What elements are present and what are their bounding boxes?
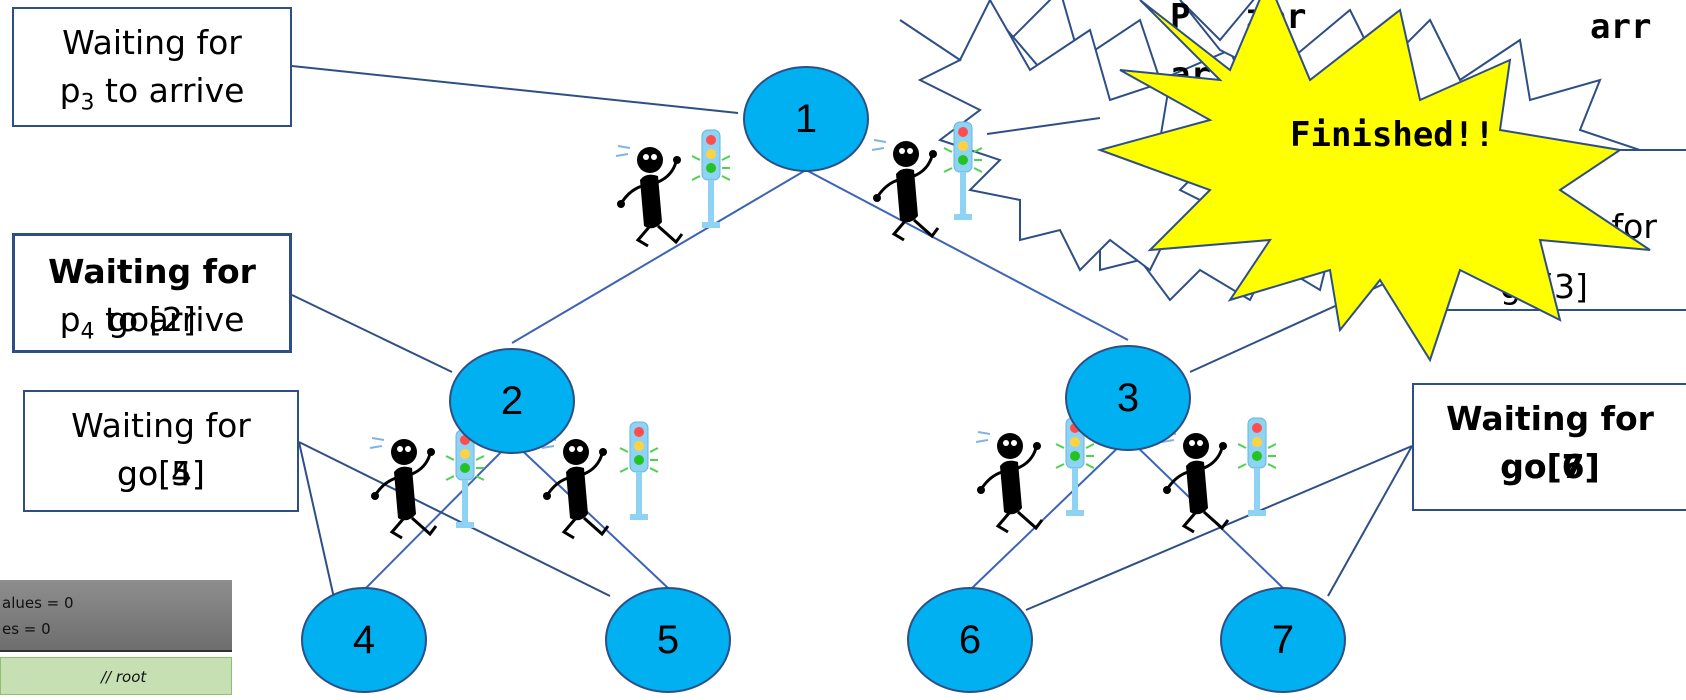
box-top-left-line1: Waiting for: [62, 23, 242, 62]
connector-low-left-a: [298, 441, 335, 599]
edge-1-3: [805, 169, 1129, 341]
code-panel: alues = 0 es = 0 // root: [0, 580, 232, 700]
tree-node-circle: [743, 66, 869, 172]
tree-node-5: 5: [605, 587, 731, 693]
box-mid-left: Waiting for p4 to arrive go[2]: [12, 233, 292, 353]
connector-low-right-b: [1327, 445, 1413, 597]
tree-node-7: 7: [1220, 587, 1346, 693]
edge-3-6: [969, 437, 1129, 591]
tree-node-label: 3: [1117, 376, 1139, 420]
walker-figure: [614, 144, 684, 248]
box-mid-left-overlap-a: p4 to arrive: [15, 296, 289, 357]
tree-node-circle: [1220, 587, 1346, 693]
burst-behind-text-c: arr: [1590, 7, 1651, 47]
edge-2-5: [511, 440, 669, 589]
box-mid-left-overlap-a-pre: p: [59, 300, 81, 339]
box-mid-left-line2: p4 to arrive go[2]: [15, 296, 289, 345]
tree-node-circle: [301, 587, 427, 693]
connector-low-left-b: [298, 441, 611, 597]
walker-figure: [974, 430, 1044, 534]
box-low-right-line2: go[6] go[7]: [1414, 443, 1686, 491]
box-low-right: Waiting for go[6] go[7]: [1412, 383, 1686, 511]
tree-node-6: 6: [907, 587, 1033, 693]
finished-burst: [1096, 0, 1651, 363]
box-low-left-line2-a: go[4]: [117, 454, 205, 493]
tree-node-label: 7: [1272, 618, 1294, 662]
tree-node-3: 3: [1065, 345, 1191, 451]
tree-node-4: 4: [301, 587, 427, 693]
box-low-left-line1: Waiting for: [71, 406, 251, 445]
box-mid-left-overlap-a-post: to arrive: [94, 300, 245, 339]
connector-mid-left: [291, 294, 453, 373]
box-low-left-line2-b: go[5]: [117, 454, 205, 493]
tree-node-circle: [605, 587, 731, 693]
connector-top-right-b: [1189, 271, 1411, 373]
box-top-left-line2-pre: p: [59, 71, 81, 110]
tree-node-label: 6: [959, 618, 981, 662]
walker-figure: [368, 436, 438, 540]
box-low-right-line2-a: go[6]: [1500, 447, 1600, 486]
tree-node-1: 1: [743, 66, 869, 172]
tree-nodes: 1 2 3 4 5 6 7: [301, 66, 1346, 693]
connector-top-left: [291, 65, 739, 114]
box-mid-left-overlap-b: go[2]: [108, 300, 196, 339]
box-low-left: Waiting for go[4] go[5]: [23, 390, 299, 512]
walker-figure: [870, 138, 940, 242]
box-top-left-line2-post: to arrive: [94, 71, 245, 110]
code-comment: // root: [0, 657, 232, 695]
code-header: alues = 0 es = 0: [0, 580, 232, 652]
connector-low-right-a: [1025, 445, 1413, 611]
box-top-left-line2-sub: 3: [80, 90, 95, 116]
box-mid-left-line1: Waiting for: [48, 252, 256, 291]
tree-node-circle: [907, 587, 1033, 693]
finished-label: Finished!!: [1290, 115, 1495, 155]
box-low-left-line2: go[4] go[5]: [25, 450, 297, 498]
tree-node-label: 4: [353, 618, 375, 662]
walker-figure: [1160, 430, 1230, 534]
traffic-light-icon: [691, 129, 731, 229]
tree-node-circle: [1065, 345, 1191, 451]
connector-top-right-a: [986, 117, 1101, 135]
box-top-left-line2: p3 to arrive: [14, 67, 290, 128]
code-line-2: es = 0: [2, 620, 51, 638]
tree-node-label: 1: [795, 97, 817, 141]
box-top-left: Waiting for p3 to arrive: [12, 7, 292, 127]
edge-2-4: [363, 440, 513, 591]
box-mid-left-overlap-a-sub: 4: [80, 319, 95, 345]
box-low-right-line2-b: go[7]: [1500, 447, 1600, 486]
code-line-1: alues = 0: [2, 594, 74, 612]
tree-node-circle: [449, 348, 575, 454]
tree-node-label: 2: [501, 379, 523, 423]
edge-1-2: [511, 169, 807, 344]
tree-node-label: 5: [657, 618, 679, 662]
traffic-light-icon: [1237, 417, 1277, 517]
traffic-light-icon: [619, 421, 659, 521]
box-low-right-line1: Waiting for: [1446, 399, 1654, 438]
burst-shadow-3: [899, 0, 1244, 272]
tree-node-2: 2: [449, 348, 575, 454]
